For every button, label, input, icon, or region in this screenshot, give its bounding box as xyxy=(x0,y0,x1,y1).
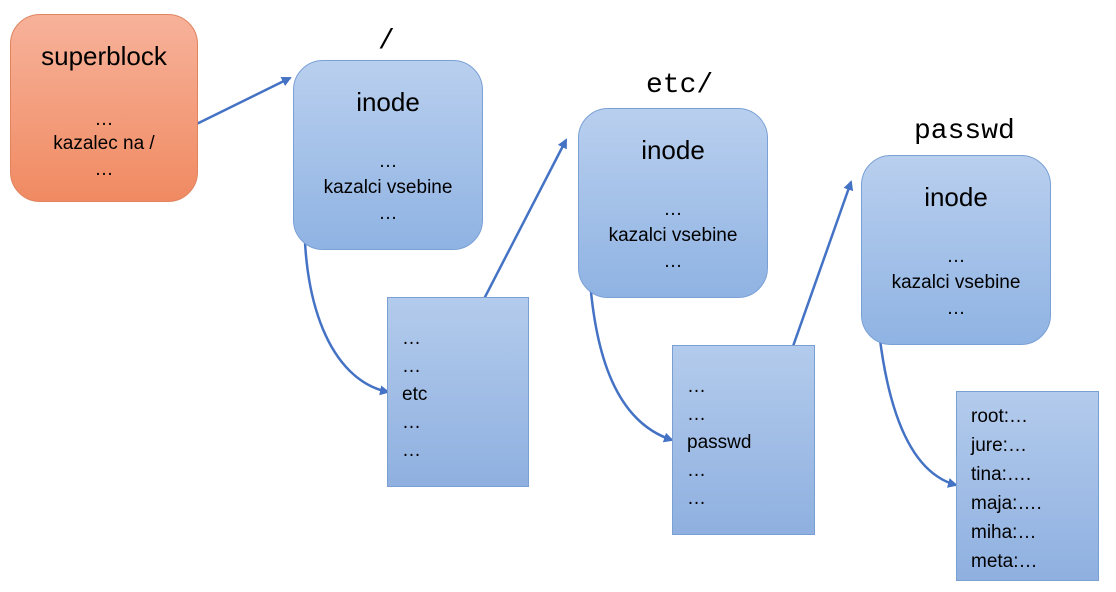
inode-title: inode xyxy=(356,87,420,117)
root-inode-box: inode … kazalci vsebine … xyxy=(293,60,483,250)
inode-title: inode xyxy=(641,135,705,165)
block-line: meta:… xyxy=(971,551,1038,572)
block-line: … xyxy=(687,460,706,481)
inode-title: inode xyxy=(924,182,988,212)
block-line: miha:… xyxy=(971,522,1037,543)
block-line: … xyxy=(687,404,706,425)
block-line: etc xyxy=(402,384,428,405)
block-line: … xyxy=(402,440,421,461)
passwd-inode-box: inode … kazalci vsebine … xyxy=(861,155,1051,345)
block-line: passwd xyxy=(687,432,752,453)
block-line: root:… xyxy=(971,406,1029,427)
inode-line: … xyxy=(378,203,398,224)
etc-data-block: … … passwd … … xyxy=(672,345,815,535)
block-line: tina:…. xyxy=(971,464,1032,485)
etc-dir-label: etc/ xyxy=(646,70,714,101)
superblock-line: … xyxy=(94,109,114,130)
inode-line: kazalci vsebine xyxy=(323,177,453,198)
superblock-title: superblock xyxy=(41,41,167,71)
inode-line: … xyxy=(663,251,683,272)
inode-line: … xyxy=(946,298,966,319)
root-data-block: … … etc … … xyxy=(387,297,529,487)
superblock-line: kazalec na / xyxy=(53,133,155,154)
block-line: jure:… xyxy=(971,435,1027,456)
inode-line: … xyxy=(378,151,398,172)
passwd-data-block: root:… jure:… tina:…. maja:…. miha:… met… xyxy=(956,391,1099,581)
block-line: … xyxy=(402,328,421,349)
superblock-line: … xyxy=(94,159,114,180)
inode-line: … xyxy=(663,199,683,220)
block-line: maja:…. xyxy=(971,493,1042,514)
etc-inode-box: inode … kazalci vsebine … xyxy=(578,108,768,298)
root-dir-label: / xyxy=(378,26,395,57)
inode-line: kazalci vsebine xyxy=(608,225,738,246)
block-line: … xyxy=(687,376,706,397)
inode-line: … xyxy=(946,246,966,267)
passwd-file-label: passwd xyxy=(914,116,1015,147)
block-line: … xyxy=(402,412,421,433)
inode-line: kazalci vsebine xyxy=(891,272,1021,293)
superblock-box: superblock … kazalec na / … xyxy=(10,14,198,202)
block-line: … xyxy=(402,356,421,377)
block-line: … xyxy=(687,488,706,509)
